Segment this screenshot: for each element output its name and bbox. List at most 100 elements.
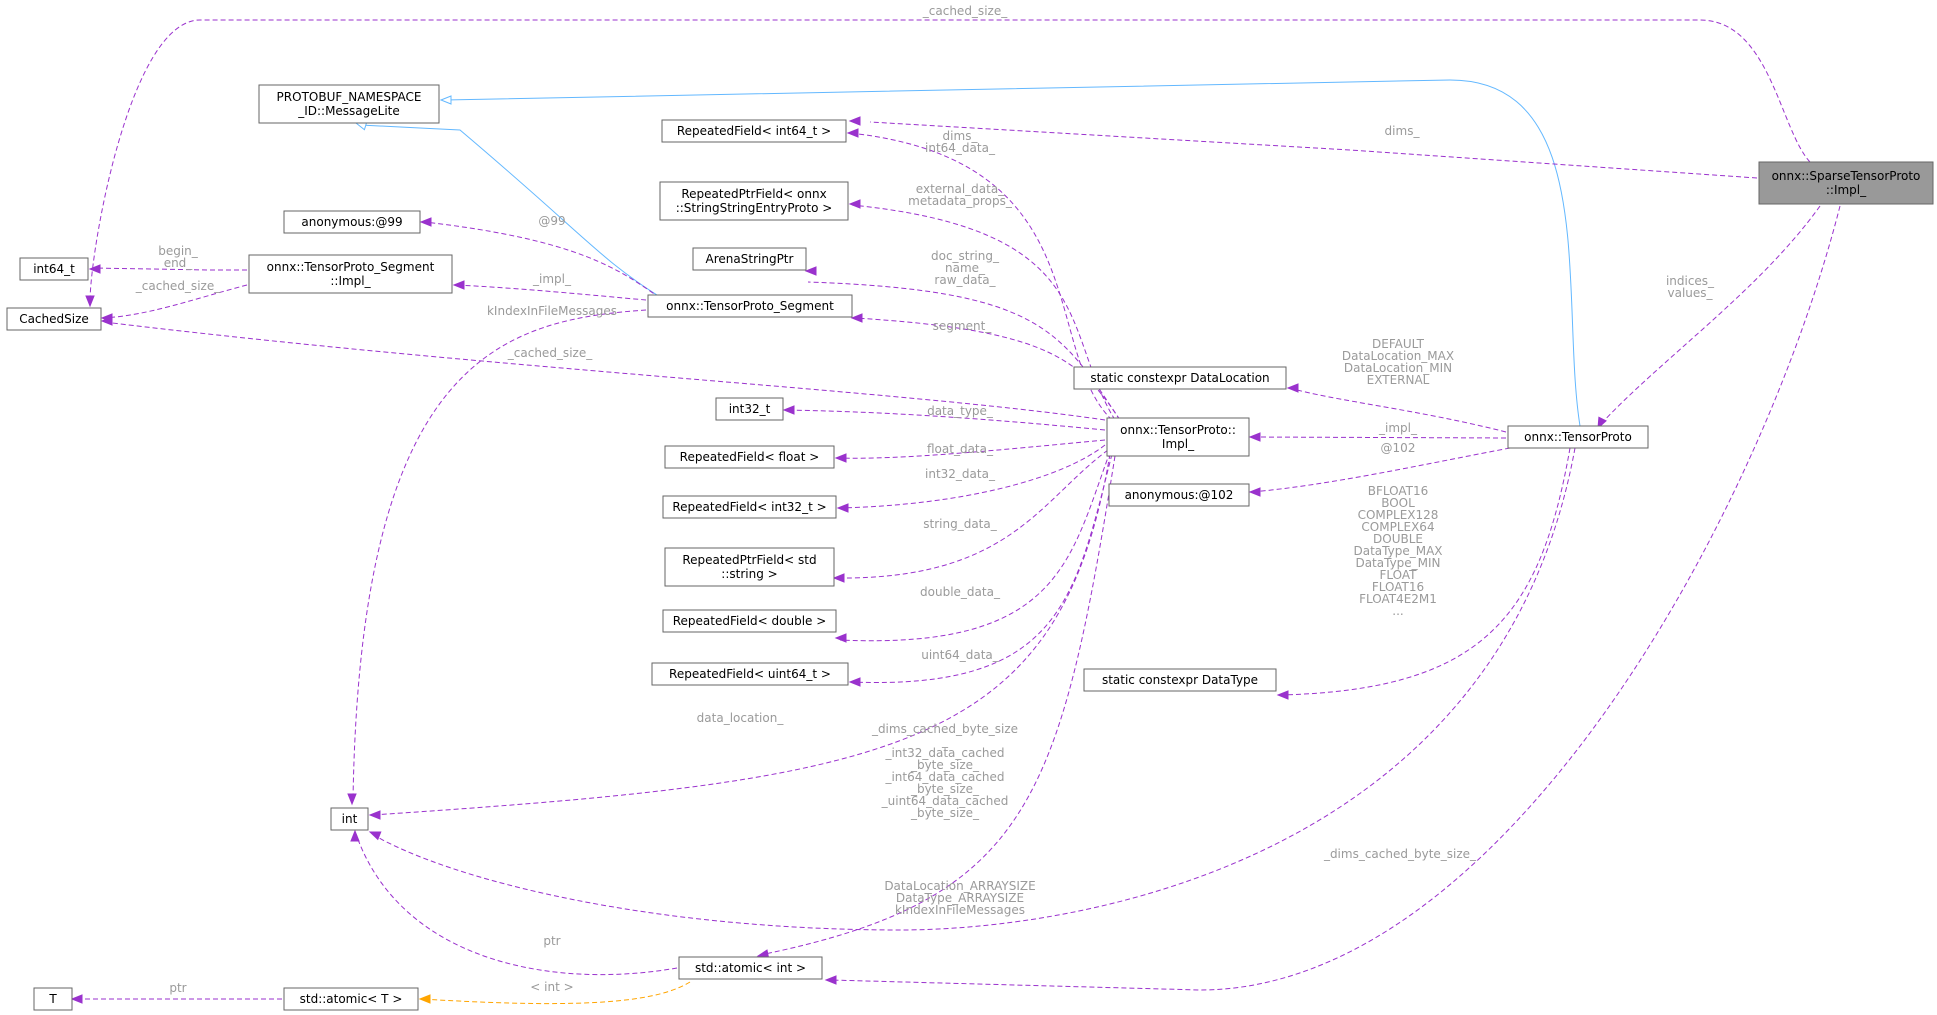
node-tensor-proto-impl[interactable]: onnx::TensorProto::Impl_ bbox=[1106, 417, 1250, 457]
node-repeated-field-float[interactable]: RepeatedField< float > bbox=[664, 445, 835, 469]
node-anonymous-99[interactable]: anonymous:@99 bbox=[283, 210, 421, 234]
edge-label: _cached_size_ bbox=[507, 346, 593, 360]
edge-label: EXTERNAL bbox=[1367, 373, 1430, 387]
edge-tp-string-arrowhead bbox=[832, 573, 845, 583]
edge-tp-arena-line bbox=[807, 281, 1121, 421]
node-anonymous-99-box bbox=[283, 210, 421, 234]
edge-label: _int32_data_cached bbox=[884, 746, 1004, 760]
edge-label: string_data_ bbox=[923, 517, 997, 531]
node-data-location[interactable]: static constexpr DataLocation bbox=[1073, 366, 1287, 390]
node-atomic-int-label: std::atomic< int > bbox=[695, 961, 806, 975]
node-int[interactable]: int bbox=[330, 807, 369, 831]
edge-tp-double: double_data_ bbox=[834, 451, 1111, 643]
edge-atomic-t-ptr-arrowhead bbox=[70, 994, 83, 1004]
edge-label: DOUBLE bbox=[1373, 532, 1423, 546]
node-cached-size[interactable]: CachedSize bbox=[6, 307, 102, 331]
edge-label: DEFAULT bbox=[1372, 337, 1425, 351]
node-repeated-ptr-field-string[interactable]: RepeatedPtrField< std::string > bbox=[664, 547, 835, 587]
node-tensor-proto-segment-label: onnx::TensorProto_Segment bbox=[666, 299, 834, 313]
node-int32-t[interactable]: int32_t bbox=[715, 397, 784, 421]
edge-label: FLOAT16 bbox=[1372, 580, 1424, 594]
edge-atomic-ptr-int-line bbox=[355, 833, 678, 976]
node-anonymous-102[interactable]: anonymous:@102 bbox=[1108, 483, 1250, 507]
edge-seg-int: kIndexInFileMessages bbox=[347, 304, 647, 806]
edge-tp-dims: dims_int64_data_ bbox=[846, 128, 1113, 421]
edge-tp-external-arrowhead bbox=[848, 199, 861, 209]
node-repeated-field-float-box bbox=[664, 445, 835, 469]
edge-tp-external: external_data_metadata_props_ bbox=[848, 182, 1116, 421]
edge-label: COMPLEX128 bbox=[1358, 508, 1439, 522]
node-repeated-field-int32[interactable]: RepeatedField< int32_t > bbox=[662, 495, 837, 519]
node-sparse-tensor-proto-impl-label: ::Impl_ bbox=[1826, 183, 1867, 197]
node-repeated-field-double[interactable]: RepeatedField< double > bbox=[662, 609, 837, 633]
node-tensor-proto-label: onnx::TensorProto bbox=[1524, 430, 1632, 444]
edge-tp-arena: doc_string_name_raw_data_ bbox=[804, 249, 1121, 421]
node-data-type[interactable]: static constexpr DataType bbox=[1083, 668, 1277, 692]
node-data-type-label: static constexpr DataType bbox=[1102, 673, 1258, 687]
edge-tp-double-line bbox=[839, 451, 1111, 642]
edge-indices-values-line bbox=[1599, 205, 1821, 426]
node-atomic-int-box bbox=[678, 956, 823, 980]
edge-label: @102 bbox=[1381, 441, 1416, 455]
edge-label: BFLOAT16 bbox=[1368, 484, 1429, 498]
node-repeated-ptr-field-string-entry-box bbox=[659, 181, 849, 221]
node-atomic-int[interactable]: std::atomic< int > bbox=[678, 956, 823, 980]
edge-label: DataType_ARRAYSIZE bbox=[896, 891, 1024, 905]
node-int64-t-label: int64_t bbox=[33, 262, 75, 276]
edge-label: segment_ bbox=[933, 319, 993, 333]
edge-tensorproto-impl-arrowhead bbox=[1248, 432, 1261, 442]
node-t[interactable]: T bbox=[33, 987, 73, 1011]
edge-label: _byte_size_ bbox=[910, 806, 980, 820]
node-tensor-proto-segment-impl[interactable]: onnx::TensorProto_Segment::Impl_ bbox=[248, 254, 453, 294]
edge-label: kIndexInFileMessages bbox=[487, 304, 617, 318]
node-repeated-ptr-field-string-entry[interactable]: RepeatedPtrField< onnx::StringStringEntr… bbox=[659, 181, 849, 221]
node-message-lite[interactable]: PROTOBUF_NAMESPACE_ID::MessageLite bbox=[258, 84, 440, 124]
node-arena-string-ptr-box bbox=[692, 247, 807, 271]
edge-seg-impl-arrowhead bbox=[452, 280, 465, 290]
edge-label: _cached_size_ bbox=[922, 4, 1008, 18]
edge-atomic-t-ptr: ptr bbox=[70, 981, 282, 1004]
edge-label: begin_ bbox=[158, 244, 199, 258]
edge-tensorproto-anon102-line bbox=[1251, 447, 1511, 493]
node-int64-t[interactable]: int64_t bbox=[19, 257, 89, 281]
edge-label: double_data_ bbox=[920, 585, 1001, 599]
node-anonymous-102-label: anonymous:@102 bbox=[1125, 488, 1234, 502]
node-repeated-field-float-label: RepeatedField< float > bbox=[680, 450, 820, 464]
edge-label: values_ bbox=[1667, 286, 1713, 300]
edge-label: _impl_ bbox=[532, 272, 572, 286]
edge-sparse-dims-line bbox=[869, 121, 1758, 179]
edge-seg-int-arrowhead bbox=[347, 793, 357, 806]
node-atomic-t[interactable]: std::atomic< T > bbox=[283, 987, 419, 1011]
edge-template-int: < int > bbox=[418, 980, 691, 1005]
node-tensor-proto[interactable]: onnx::TensorProto bbox=[1507, 425, 1649, 449]
node-tensor-proto-impl-label: onnx::TensorProto:: bbox=[1120, 423, 1236, 437]
node-arena-string-ptr[interactable]: ArenaStringPtr bbox=[692, 247, 807, 271]
node-repeated-field-int64[interactable]: RepeatedField< int64_t > bbox=[661, 119, 847, 143]
edge-indices-values-arrowhead bbox=[1597, 416, 1607, 430]
edge-tensorproto-datatype: BFLOAT16BOOLCOMPLEX128COMPLEX64DOUBLEDat… bbox=[1276, 447, 1571, 700]
node-t-box bbox=[33, 987, 73, 1011]
edge-label: end_ bbox=[164, 256, 194, 270]
node-cached-size-box bbox=[6, 307, 102, 331]
edge-label: FLOAT4E2M1 bbox=[1359, 592, 1437, 606]
node-int-box bbox=[330, 807, 369, 831]
edge-tp-rfint32-line bbox=[839, 444, 1106, 509]
node-tensor-proto-segment[interactable]: onnx::TensorProto_Segment bbox=[647, 294, 853, 318]
edge-tp-rfint32: int32_data_ bbox=[836, 444, 1106, 513]
node-sparse-tensor-proto-impl[interactable]: onnx::SparseTensorProto::Impl_ bbox=[1758, 161, 1934, 205]
edge-label: FLOAT bbox=[1379, 568, 1417, 582]
edge-tp-datalocation: data_location_ bbox=[368, 453, 1111, 820]
edge-template-int-arrowhead bbox=[418, 994, 431, 1004]
edge-segimpl-int64-arrowhead bbox=[88, 264, 101, 274]
edge-tensorproto-int: DataLocation_ARRAYSIZEDataType_ARRAYSIZE… bbox=[368, 447, 1576, 931]
edge-layer: _cached_size_dims_indices_values__dims_c… bbox=[70, 4, 1841, 1005]
edge-tp-arena-arrowhead bbox=[804, 266, 817, 276]
edge-segimpl-int64: begin_end_ bbox=[88, 244, 247, 274]
node-repeated-field-uint64[interactable]: RepeatedField< uint64_t > bbox=[651, 662, 849, 686]
node-anonymous-99-label: anonymous:@99 bbox=[301, 215, 402, 229]
node-sparse-tensor-proto-impl-box bbox=[1758, 161, 1934, 205]
edge-label: doc_string_ bbox=[931, 249, 1000, 263]
node-tensor-proto-box bbox=[1507, 425, 1649, 449]
edge-tp-double-arrowhead bbox=[834, 633, 847, 643]
node-message-lite-box bbox=[258, 84, 440, 124]
